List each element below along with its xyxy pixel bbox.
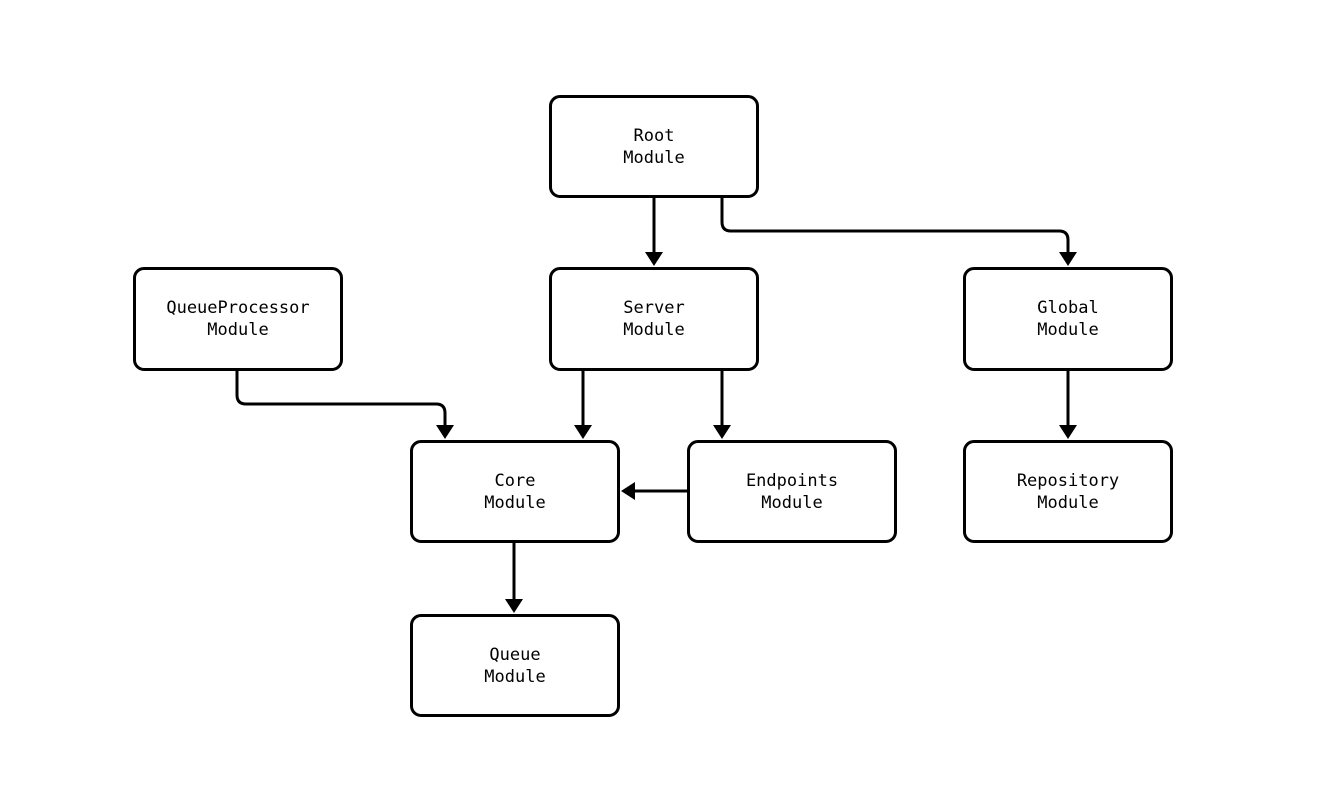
arrowhead [505, 599, 523, 613]
node-root[interactable]: Root Module [549, 95, 759, 198]
node-endpoints-line1: Endpoints [745, 470, 839, 491]
node-global-line1: Global [1037, 298, 1099, 318]
node-repository-line1: Repository [1016, 470, 1120, 491]
node-endpoints-line2: Module [761, 492, 823, 513]
node-core-line1: Core [494, 470, 536, 491]
edge-server-to-core [574, 371, 592, 439]
edge-root-to-server [645, 198, 663, 266]
edge-server-to-endpoints [713, 371, 731, 439]
node-server[interactable]: Server Module [549, 267, 759, 371]
node-queue-line2: Module [484, 666, 546, 687]
edge-endpoints-to-core [621, 482, 687, 500]
edge-root-to-global [720, 198, 1077, 266]
arrowhead [574, 425, 592, 439]
node-core-line2: Module [484, 492, 546, 513]
arrowhead [621, 482, 635, 500]
arrowhead [713, 425, 731, 439]
node-queueprocessor-line2: Module [207, 320, 269, 340]
node-queue-line1: Queue [489, 644, 541, 665]
node-endpoints[interactable]: Endpoints Module [687, 440, 897, 543]
edge-queueprocessor-to-core [235, 371, 454, 439]
node-core[interactable]: Core Module [410, 440, 620, 543]
node-repository-line2: Module [1037, 492, 1099, 513]
node-server-line1: Server [623, 298, 685, 318]
arrowhead [1059, 252, 1077, 266]
edge-global-to-repository [1059, 371, 1077, 439]
arrowhead [436, 425, 454, 439]
node-global[interactable]: Global Module [963, 267, 1173, 371]
node-repository[interactable]: Repository Module [963, 440, 1173, 543]
edge-core-to-queue [505, 543, 523, 613]
node-queueprocessor[interactable]: QueueProcessor Module [133, 267, 343, 371]
arrowhead [1059, 425, 1077, 439]
node-root-line2: Module [623, 147, 685, 168]
node-global-line2: Module [1037, 320, 1099, 340]
node-queueprocessor-line1: QueueProcessor [166, 298, 310, 318]
node-queue[interactable]: Queue Module [410, 614, 620, 717]
node-root-line1: Root [633, 125, 675, 146]
node-server-line2: Module [623, 320, 685, 340]
arrowhead [645, 252, 663, 266]
